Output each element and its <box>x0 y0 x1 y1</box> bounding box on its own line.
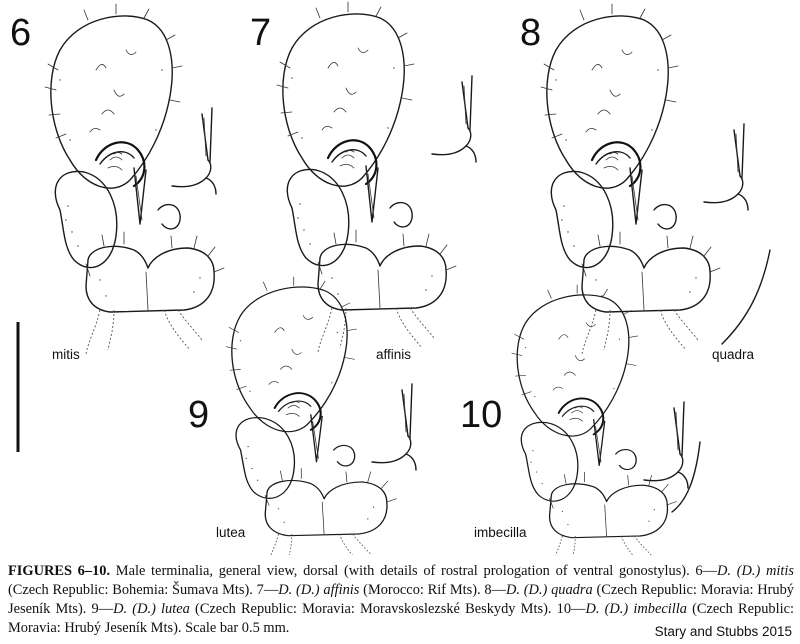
drawing-8-quadra <box>539 2 722 356</box>
drawing-6-mitis <box>43 2 226 356</box>
species-label-quadra: quadra <box>712 347 755 362</box>
detail-7-affinis <box>431 75 477 163</box>
figure-plate: 6 7 8 9 10 mitis affinis quadra lutea im… <box>10 0 771 574</box>
drawing-7-affinis <box>275 0 458 354</box>
caption-heading: FIGURES 6–10. <box>8 563 111 579</box>
figure-number-6: 6 <box>10 12 32 54</box>
species-label-imbecilla: imbecilla <box>474 525 527 540</box>
drawing-8-curve <box>721 249 771 345</box>
caption-f6-taxon: D. (D.) mitis <box>717 563 794 579</box>
figure-number-9: 9 <box>188 394 210 436</box>
figure-number-8: 8 <box>520 12 542 54</box>
caption-f8-num: 8— <box>484 582 506 598</box>
figure-number-7: 7 <box>250 12 272 54</box>
caption-f9-num: 9— <box>91 601 114 617</box>
caption-f10-taxon: D. (D.) imbecilla <box>585 601 687 617</box>
figure-number-10: 10 <box>460 394 503 436</box>
caption-f7-num: 7— <box>256 582 279 598</box>
caption-scale: Scale bar 0.5 mm. <box>185 620 290 636</box>
drawing-9-lutea <box>225 275 398 573</box>
caption-f7-taxon: D. (D.) affinis <box>278 582 360 598</box>
drawing-10-curve <box>671 441 701 513</box>
line-drawings <box>16 0 771 574</box>
figure-caption: FIGURES 6–10. Male terminalia, general v… <box>8 562 794 638</box>
species-label-affinis: affinis <box>376 347 412 362</box>
detail-9-lutea <box>371 383 417 471</box>
caption-f7-loc: (Morocco: Rif Mts). <box>359 582 485 598</box>
caption-f9-taxon: D. (D.) lutea <box>113 601 190 617</box>
detail-10-imbecilla <box>643 401 689 489</box>
caption-f8-taxon: D. (D.) quadra <box>505 582 593 598</box>
species-label-mitis: mitis <box>52 347 80 362</box>
caption-f10-loc: (Czech Republic: Moravia: Hrubý Jeseník … <box>8 601 795 636</box>
caption-f10-num: 10— <box>556 601 586 617</box>
caption-f6-num: 6— <box>695 563 718 579</box>
caption-intro: Male terminalia, general view, dorsal (w… <box>110 563 696 579</box>
drawing-10-imbecilla <box>510 284 678 574</box>
detail-8-quadra <box>703 123 749 211</box>
caption-f9-loc: (Czech Republic: Moravia: Moravskoslezsk… <box>189 601 557 617</box>
caption-f8-loc: (Czech Republic: Moravia: Hrubý Jeseník … <box>8 582 795 617</box>
credit-line: Stary and Stubbs 2015 <box>654 624 792 639</box>
caption-f6-loc: (Czech Republic: Bohemia: Šumava Mts). <box>8 582 257 598</box>
species-label-lutea: lutea <box>216 525 246 540</box>
detail-6-mitis <box>171 107 217 195</box>
